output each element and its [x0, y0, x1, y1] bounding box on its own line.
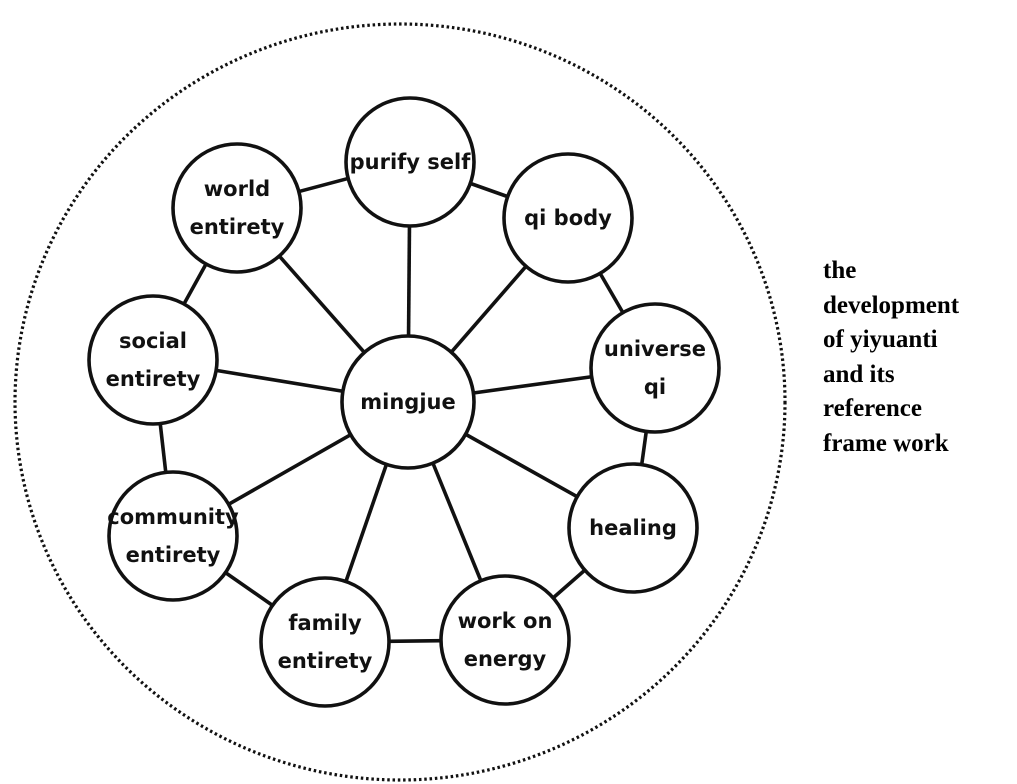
outer-dotted-boundary	[13, 22, 787, 782]
spoke-world-entirety	[277, 254, 366, 354]
purify-self-label: purify self	[350, 150, 472, 174]
family-entirety-label: entirety	[278, 649, 373, 673]
side-caption: the development of yiyuanti and its refe…	[823, 254, 1013, 461]
node-community-entirety	[107, 470, 239, 602]
ring-connector	[158, 423, 168, 473]
ring-connector	[598, 272, 625, 314]
caption-line: reference	[823, 395, 922, 422]
caption-line: of yiyuanti	[823, 326, 938, 353]
node-labels: purify self qi body universe qi healing work …	[106, 150, 706, 673]
ring-connector	[298, 176, 349, 194]
spoke-family-entirety	[344, 463, 389, 583]
qi-body-label: qi body	[524, 206, 612, 230]
universe-qi-label: universe	[604, 337, 706, 361]
community-entirety-label: entirety	[126, 543, 221, 567]
node-purify-self	[344, 96, 476, 228]
world-entirety-label: world	[204, 177, 270, 201]
spoke-healing	[464, 432, 579, 499]
community-entirety-label: community	[107, 505, 239, 529]
caption-line: the	[823, 257, 857, 284]
caption-line: frame work	[823, 429, 949, 457]
work-on-energy-label: energy	[464, 647, 547, 671]
ring-connector	[182, 263, 208, 305]
node-work-on-energy	[439, 574, 571, 706]
healing-label: healing	[589, 516, 677, 540]
world-entirety-label: entirety	[190, 215, 285, 239]
ring-connector	[224, 571, 274, 607]
social-entirety-label: social	[119, 329, 187, 353]
node-universe-qi	[589, 302, 721, 434]
node-qi-body	[502, 152, 634, 284]
ring-connectors	[158, 176, 649, 644]
family-entirety-label: family	[288, 611, 362, 635]
spoke-social-entirety	[215, 368, 344, 394]
ring-connector	[469, 181, 509, 199]
spoke-purify-self	[406, 225, 412, 337]
node-circles	[87, 96, 721, 708]
spoke-qi-body	[449, 265, 528, 354]
node-family-entirety	[259, 576, 391, 708]
mingjue-label: mingjue	[360, 390, 455, 414]
ring-connector	[388, 638, 442, 644]
social-entirety-label: entirety	[106, 367, 201, 391]
node-mingjue	[340, 334, 476, 470]
node-healing	[567, 462, 699, 594]
spoke-universe-qi	[473, 374, 592, 395]
spoke-community-entirety	[227, 433, 352, 506]
ring-connector	[551, 568, 587, 600]
universe-qi-label: qi	[644, 375, 666, 399]
caption-line: and its	[823, 360, 895, 388]
spoke-work-on-energy	[431, 462, 483, 582]
work-on-energy-label: work on	[458, 609, 553, 633]
spoke-connectors	[215, 225, 592, 583]
ring-connector	[639, 431, 649, 465]
node-social-entirety	[87, 294, 219, 426]
caption-line: development	[823, 291, 960, 319]
node-world-entirety	[171, 142, 303, 274]
